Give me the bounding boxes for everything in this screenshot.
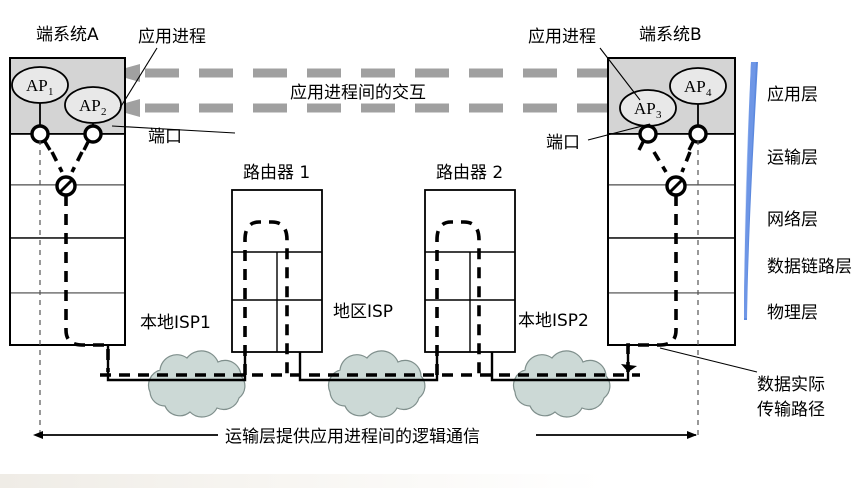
end-system-a-title: 端系统A: [36, 25, 99, 45]
logical-communication-label: 运输层提供应用进程间的逻辑通信: [225, 427, 480, 447]
process-ap4-sub: 4: [706, 87, 712, 99]
process-ap3-sub: 3: [656, 109, 662, 121]
process-ap2-label: AP: [79, 96, 101, 115]
router-1-label: 路由器 1: [243, 163, 310, 183]
port-ap2: [82, 124, 103, 151]
port-left-label: 端口: [148, 127, 182, 147]
router-1: [231, 189, 323, 375]
process-ap2: AP 2: [64, 86, 122, 124]
process-ap1-label: AP: [26, 76, 48, 95]
layer-label-network: 网络层: [767, 210, 818, 230]
layer-label-datalink: 数据链路层: [767, 257, 852, 277]
process-ap1: AP 1: [11, 66, 69, 104]
router-2: [424, 189, 516, 375]
process-ap1-sub: 1: [48, 86, 54, 98]
end-system-b: AP 4 AP 3: [607, 57, 736, 372]
layer-label-application: 应用层: [767, 85, 818, 105]
process-ap3: AP 3: [619, 89, 677, 127]
process-ap3-label: AP: [634, 99, 656, 118]
process-ap4: AP 4: [669, 67, 727, 105]
actual-path-label-line1: 数据实际: [757, 375, 825, 395]
port-ap3: [637, 124, 658, 151]
local-isp1-label: 本地ISP1: [140, 313, 211, 333]
app-process-right-label: 应用进程: [528, 27, 596, 47]
local-isp2-label: 本地ISP2: [518, 311, 589, 331]
process-ap2-sub: 2: [101, 106, 107, 118]
port-right-label: 端口: [546, 133, 580, 153]
actual-path-label-line2: 传输路径: [757, 400, 825, 420]
port-ap4: [687, 124, 708, 151]
router-2-label: 路由器 2: [436, 163, 503, 183]
callout-leaders: [111, 47, 758, 373]
cloud-local-isp1: [147, 350, 246, 418]
measure-guides: [39, 140, 699, 440]
layer-label-physical: 物理层: [767, 303, 818, 323]
process-ap4-label: AP: [684, 77, 706, 96]
app-process-left-label: 应用进程: [138, 27, 206, 47]
bottom-edge-strip: [0, 474, 863, 488]
end-system-b-title: 端系统B: [639, 25, 702, 45]
isp-clouds-group: [147, 350, 611, 418]
multiplex-junction-a: [50, 151, 84, 197]
layer-label-transport: 运输层: [767, 148, 818, 168]
interaction-arrow-leftward: [108, 64, 690, 82]
layer-bracket: [743, 62, 758, 320]
cloud-local-isp2: [512, 350, 611, 418]
cloud-regional-isp: [327, 350, 426, 418]
end-system-a: AP 1 AP 2: [9, 57, 126, 372]
regional-isp-label: 地区ISP: [333, 302, 393, 322]
actual-data-path: [100, 364, 640, 377]
interaction-label: 应用进程间的交互: [290, 83, 426, 103]
